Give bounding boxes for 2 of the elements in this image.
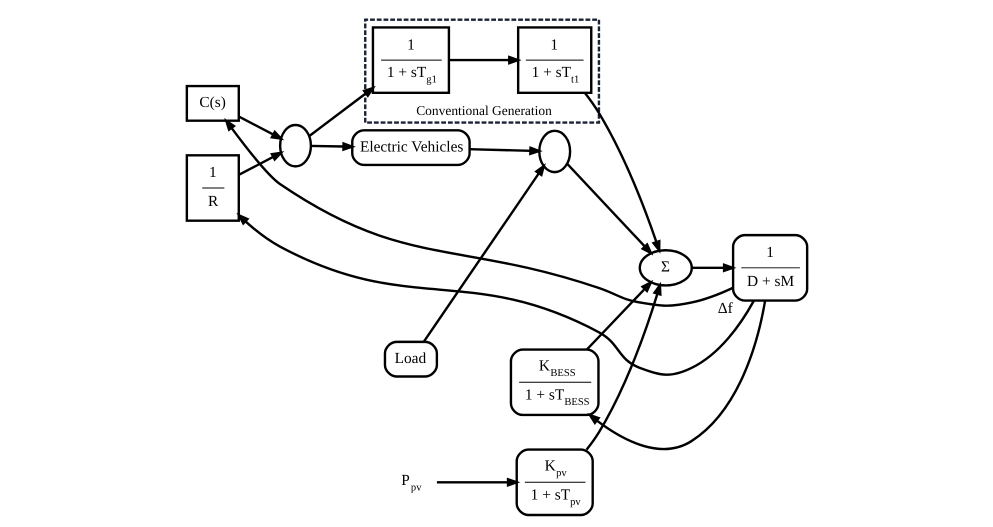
node-text: P$_{pv}$ bbox=[400, 472, 421, 494]
node-label: Δf bbox=[717, 300, 732, 317]
